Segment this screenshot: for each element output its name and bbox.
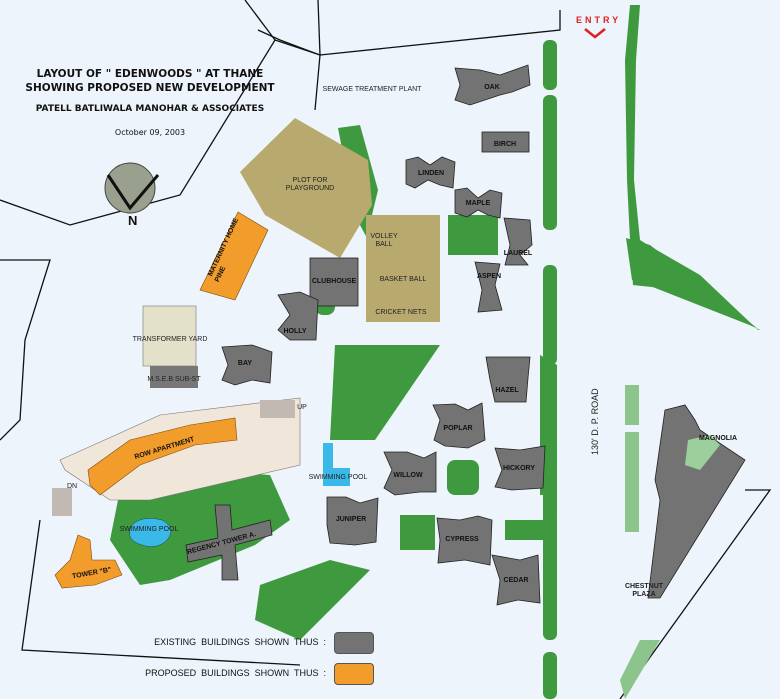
label-juniper: JUNIPER	[336, 516, 366, 523]
label-dn: DN	[67, 483, 77, 490]
plan-date: October 09, 2003	[114, 128, 186, 137]
label-poplar: POPLAR	[443, 425, 472, 432]
proposed-buildings	[54, 211, 269, 589]
compass-north-label: N	[128, 213, 137, 228]
legend-existing-label: EXISTING BUILDINGS SHOWN THUS :	[154, 637, 326, 647]
label-swimming-pool-1: SWIMMING POOL	[120, 526, 179, 533]
entry-arrow-icon	[584, 28, 606, 39]
magnolia-courtyard	[685, 435, 720, 470]
entry-label: ENTRY	[576, 15, 621, 25]
label-bay: BAY	[238, 360, 252, 367]
label-linden: LINDEN	[418, 170, 444, 177]
mseb-substation	[150, 366, 198, 388]
label-transformer-yard: TRANSFORMER YARD	[133, 336, 208, 343]
swimming-pool-2	[323, 443, 350, 486]
area-labels: SEWAGE TREATMENT PLANT PLOT FOR PLAYGROU…	[67, 86, 664, 598]
sports-areas	[240, 118, 440, 322]
label-up: UP	[297, 404, 307, 411]
planted-strips	[620, 385, 660, 699]
label-mseb: M.S.E.B SUB-ST	[147, 376, 201, 383]
label-magnolia: MAGNOLIA	[699, 435, 737, 442]
swimming-pool-1	[129, 518, 172, 547]
label-oak: OAK	[484, 84, 500, 91]
label-aspen: ASPEN	[477, 273, 501, 280]
title-line-2: SHOWING PROPOSED NEW DEVELOPMENT	[25, 82, 275, 94]
label-hickory: HICKORY	[503, 465, 535, 472]
label-cricket-nets: CRICKET NETS	[375, 309, 427, 316]
label-playground-2: PLAYGROUND	[286, 185, 335, 192]
label-chestnut: CHESTNUT	[625, 583, 664, 590]
label-playground-1: PLOT FOR	[293, 177, 328, 184]
label-birch: BIRCH	[494, 141, 516, 148]
north-compass-icon: N	[104, 162, 160, 228]
ramp-down	[52, 488, 72, 516]
label-willow: WILLOW	[393, 472, 423, 479]
label-cedar: CEDAR	[504, 577, 529, 584]
label-holly: HOLLY	[283, 328, 306, 335]
label-volley-1: VOLLEY	[370, 233, 398, 240]
label-volley-2: BALL	[375, 241, 392, 248]
label-laurel: LAUREL	[504, 250, 533, 257]
label-clubhouse: CLUBHOUSE	[312, 278, 357, 285]
ramp-up	[260, 400, 295, 418]
transformer-yard	[142, 305, 197, 367]
label-cypress: CYPRESS	[445, 536, 479, 543]
label-swimming-pool-2: SWIMMING POOL	[309, 474, 368, 481]
legend-existing-swatch	[334, 632, 374, 654]
label-maple: MAPLE	[466, 200, 491, 207]
existing-buildings	[185, 64, 746, 606]
label-plaza: PLAZA	[632, 591, 655, 598]
legend-proposed-label: PROPOSED BUILDINGS SHOWN THUS :	[145, 668, 326, 678]
label-sewage-plant: SEWAGE TREATMENT PLANT	[323, 86, 423, 93]
label-basketball: BASKET BALL	[380, 276, 427, 283]
label-hazel: HAZEL	[495, 387, 519, 394]
road-label: 130' D. P. ROAD	[590, 388, 600, 455]
title-line-1: LAYOUT OF " EDENWOODS " AT THANE	[36, 68, 264, 80]
legend-proposed-swatch	[334, 663, 374, 685]
firm-name: PATELL BATLIWALA MANOHAR & ASSOCIATES	[35, 104, 265, 114]
